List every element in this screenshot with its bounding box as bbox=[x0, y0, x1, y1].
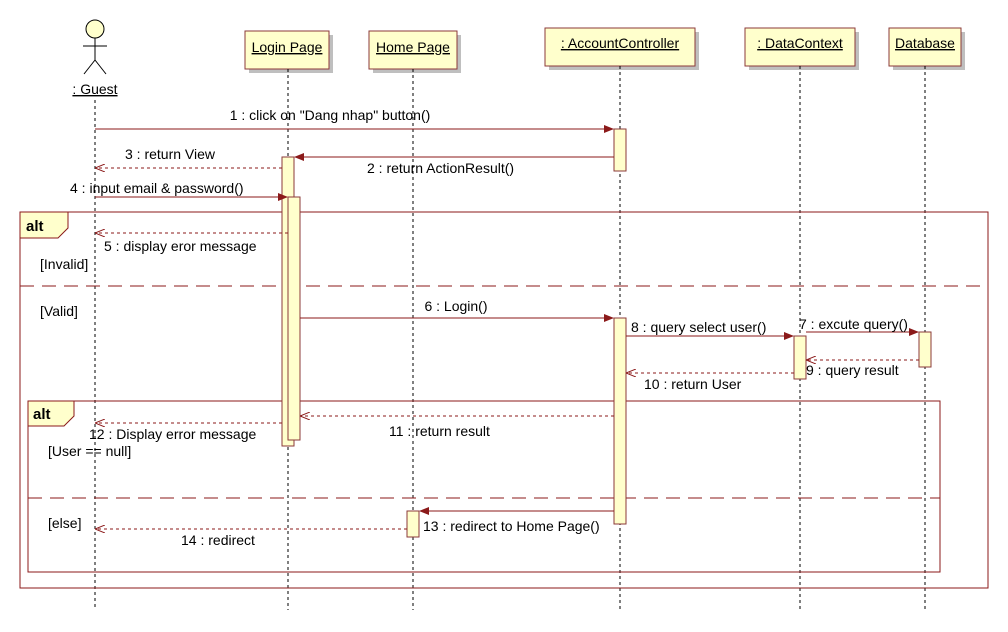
message-label-9: 9 : query result bbox=[806, 362, 899, 378]
guard-else: [else] bbox=[48, 515, 81, 531]
guard-user-null: [User == null] bbox=[48, 443, 131, 459]
message-label-5: 5 : display eror message bbox=[104, 238, 257, 254]
fragment-inner-alt: alt [User == null] [else] bbox=[27, 400, 941, 573]
message-label-3: 3 : return View bbox=[125, 146, 216, 162]
activation-account-1 bbox=[613, 128, 627, 172]
fragment-operator-inner: alt bbox=[33, 406, 51, 423]
message-label-2: 2 : return ActionResult() bbox=[367, 160, 514, 176]
message-label-6: 6 : Login() bbox=[424, 298, 487, 314]
message-label-4: 4 : input email & password() bbox=[70, 180, 244, 196]
lifeline-head-database: Database bbox=[888, 27, 965, 70]
lifeline-name-home: Home Page bbox=[376, 39, 450, 55]
actor-guest: : Guest bbox=[72, 19, 118, 97]
lifeline-name-login: Login Page bbox=[252, 39, 323, 55]
guard-valid: [Valid] bbox=[40, 303, 78, 319]
activation-account-2 bbox=[613, 317, 627, 525]
lifeline-name-account: : AccountController bbox=[561, 35, 680, 51]
lifeline-head-home-page: Home Page bbox=[368, 30, 461, 73]
lifeline-head-login-page: Login Page bbox=[244, 30, 333, 73]
message-label-11: 11 : return result bbox=[389, 423, 490, 439]
message-label-12: 12 : Display error message bbox=[89, 426, 257, 442]
guard-invalid: [Invalid] bbox=[40, 256, 88, 272]
message-label-1: 1 : click on "Dang nhap" button() bbox=[230, 107, 431, 123]
message-label-8: 8 : query select user() bbox=[631, 319, 766, 335]
activation-login-2 bbox=[287, 196, 301, 441]
actor-name: : Guest bbox=[72, 81, 117, 97]
lifeline-name-datacontext: : DataContext bbox=[757, 35, 843, 51]
message-label-10: 10 : return User bbox=[644, 376, 742, 392]
activation-datacontext bbox=[793, 335, 807, 380]
fragment-operator-outer: alt bbox=[26, 218, 44, 235]
actor-head-icon bbox=[85, 19, 105, 39]
lifeline-head-account-controller: : AccountController bbox=[544, 27, 699, 70]
fragment-outer-alt: alt [Invalid] [Valid] bbox=[19, 211, 989, 589]
message-label-14: 14 : redirect bbox=[181, 532, 255, 548]
lifeline-head-datacontext: : DataContext bbox=[744, 27, 859, 70]
activation-database bbox=[918, 331, 932, 368]
activation-home bbox=[406, 510, 420, 538]
message-label-7: 7 : excute query() bbox=[799, 316, 908, 332]
message-label-13: 13 : redirect to Home Page() bbox=[423, 518, 600, 534]
lifeline-name-database: Database bbox=[895, 35, 955, 51]
